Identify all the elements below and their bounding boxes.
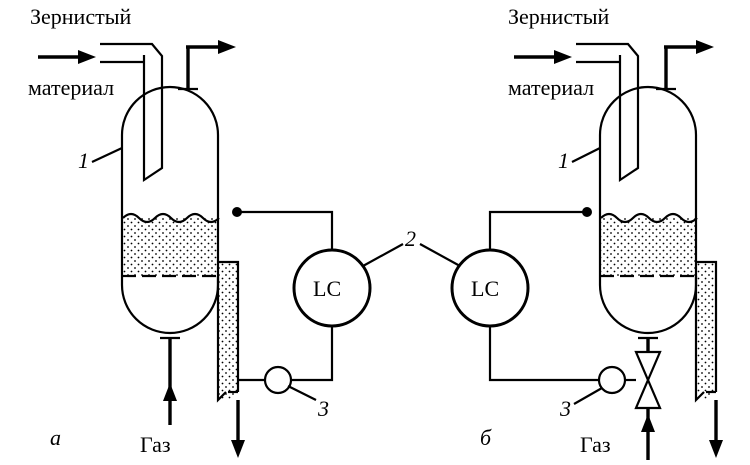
- feed-label-line2: материал: [28, 75, 114, 100]
- gas-label: Газ: [140, 432, 171, 457]
- overflow-pipe: [694, 260, 723, 458]
- gas-label: Газ: [580, 432, 611, 457]
- gas-inlet-arrow: [160, 336, 180, 425]
- level-controller-b: LC: [450, 248, 530, 328]
- feed-label-line1: Зернистый: [30, 4, 131, 29]
- overflow-pipe: [216, 260, 245, 458]
- gas-inlet-arrow: [641, 414, 655, 460]
- panel-b: Зернистый материал: [450, 4, 723, 460]
- valve-number: 3: [559, 396, 571, 421]
- level-controller-a: LC: [292, 248, 372, 328]
- feed-arrow: [514, 50, 572, 64]
- gas-outlet-arrow: [178, 40, 236, 91]
- panel-letter: б: [480, 425, 492, 450]
- panel-letter: а: [50, 425, 61, 450]
- signal-line-top: [232, 207, 334, 252]
- controller-number-callout: 2: [362, 226, 461, 267]
- feed-label-line2: материал: [508, 75, 594, 100]
- feed-pipe: [576, 42, 640, 183]
- gas-outlet-arrow: [656, 40, 714, 91]
- vessel-number: 1: [78, 148, 89, 173]
- gas-inlet-valve: [634, 336, 662, 420]
- signal-line-bottom: [488, 326, 636, 395]
- controller-number: 2: [405, 226, 416, 251]
- feed-label-line1: Зернистый: [508, 4, 609, 29]
- controller-label: LC: [313, 276, 341, 301]
- vessel-number: 1: [558, 148, 569, 173]
- panel-a: Зернистый материал: [28, 4, 372, 458]
- signal-line-top: [488, 207, 592, 252]
- vessel-body: [120, 85, 220, 335]
- feed-arrow: [38, 50, 96, 64]
- controller-label: LC: [471, 276, 499, 301]
- valve-number: 3: [317, 396, 329, 421]
- vessel-body: [598, 85, 698, 335]
- feed-pipe: [100, 42, 164, 183]
- signal-line-bottom: [238, 326, 334, 395]
